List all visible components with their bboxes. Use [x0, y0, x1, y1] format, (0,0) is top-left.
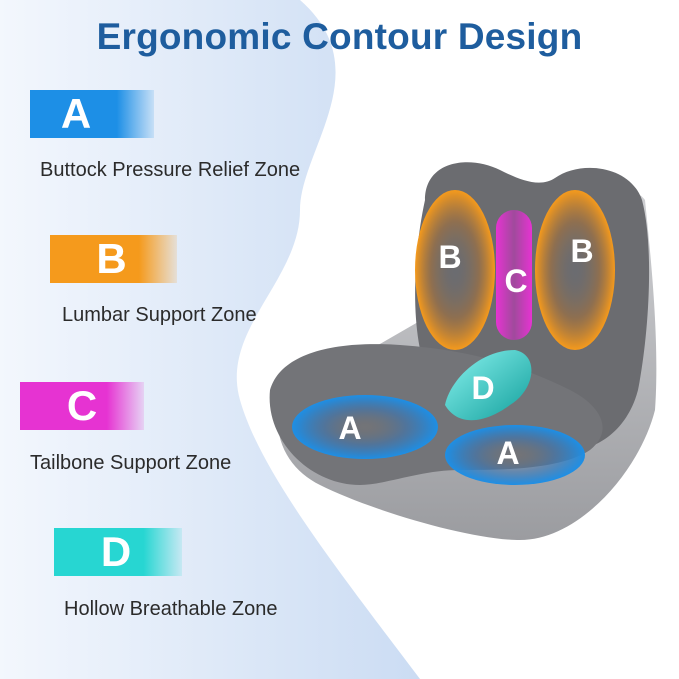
- zone-b-badge: B: [50, 235, 177, 283]
- zone-d-label: Hollow Breathable Zone: [64, 598, 278, 620]
- zone-a-right-highlight: [445, 425, 585, 485]
- zone-a-letter: A: [60, 90, 92, 137]
- zone-b-label: Lumbar Support Zone: [62, 304, 257, 326]
- cushion-marker-b-right: B: [570, 233, 593, 269]
- zone-c-label: Tailbone Support Zone: [30, 452, 232, 474]
- zone-c-letter: C: [66, 382, 98, 429]
- zone-c-highlight: [496, 210, 532, 340]
- zone-b-letter: B: [96, 235, 127, 282]
- cushion-marker-a-right: A: [496, 435, 519, 471]
- cushion-marker-b-left: B: [438, 239, 461, 275]
- cushion-marker-d: D: [471, 370, 494, 406]
- cushion-marker-a-left: A: [338, 410, 361, 446]
- zone-a-badge: A: [30, 90, 154, 138]
- zone-a-label: Buttock Pressure Relief Zone: [40, 159, 301, 181]
- zone-c-badge: C: [20, 382, 144, 430]
- zone-d-badge: D: [54, 528, 182, 576]
- zone-d-highlight: [445, 350, 532, 421]
- cushion-marker-c: C: [504, 263, 527, 299]
- zone-a-left-highlight: [292, 395, 438, 459]
- page-title: Ergonomic Contour Design: [96, 16, 583, 57]
- seat-cushion-illustration: B B C D A A: [269, 162, 657, 540]
- zone-d-letter: D: [100, 528, 132, 575]
- zone-b-right-highlight: [535, 190, 615, 350]
- zone-b-left-highlight: [415, 190, 495, 350]
